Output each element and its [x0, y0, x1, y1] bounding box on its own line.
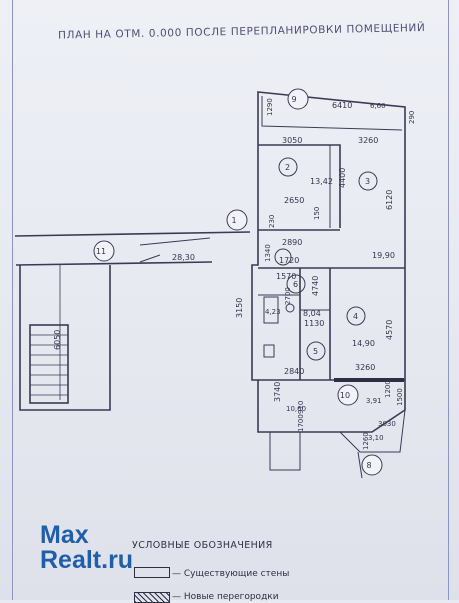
dim-label: 1500: [396, 388, 404, 406]
dim-label: 4740: [311, 276, 320, 296]
dim-label: 6120: [385, 190, 394, 210]
dim-label: 290: [408, 111, 416, 124]
dim-label: 2700: [284, 287, 292, 305]
room-3-number: 3: [365, 177, 370, 186]
dim-label: 4400: [338, 168, 347, 188]
dim-label: 1130: [304, 319, 324, 328]
legend-existing-walls-swatch: [134, 567, 170, 578]
room-2-area: 13,42: [310, 177, 333, 186]
watermark-line1: Max: [40, 521, 89, 549]
dim-label: 6410: [332, 101, 352, 110]
room-6-number: 6: [293, 280, 298, 289]
axis-marker-11: [93, 240, 115, 262]
room-4-number: 4: [353, 312, 358, 321]
dim-label: 1570: [276, 272, 296, 281]
dim-label: 3050: [282, 136, 302, 145]
legend-new-walls-swatch: [134, 592, 170, 603]
dim-label: 3260: [358, 136, 378, 145]
legend-title: УСЛОВНЫЕ ОБОЗНАЧЕНИЯ: [132, 540, 273, 551]
dim-label: 150: [313, 207, 321, 220]
axis-marker-8: [361, 454, 383, 476]
axis-marker-9: [287, 88, 309, 110]
extra-area-2: 3,10: [368, 434, 384, 442]
room-5-number: 5: [313, 347, 318, 356]
sink: [263, 344, 275, 358]
room-10-area: 3,91: [366, 397, 382, 405]
stair-enclosure: [19, 265, 111, 411]
dim-label: 2650: [284, 196, 304, 205]
axis-label-1: 1: [231, 216, 236, 225]
legend-new-walls-label: — Новые перегородки: [172, 592, 279, 602]
balcony-left: [269, 432, 301, 471]
wall-corridor-top: [14, 231, 251, 237]
room-2-number: 2: [285, 163, 290, 172]
maxrealt-watermark: Max Realt.ru: [40, 522, 150, 574]
extra-area-1: 10,60: [286, 405, 306, 413]
axis-marker-10: [337, 384, 359, 406]
axis-marker-1: [226, 209, 248, 231]
dim-label: 6050: [53, 330, 62, 350]
dim-label: 3740: [273, 382, 282, 402]
new-partition-hatched: [334, 378, 404, 382]
axis-label-8: 8: [366, 461, 371, 470]
sheet-border-right: [448, 0, 449, 600]
legend-existing-walls-label: — Существующие стены: [172, 569, 290, 579]
room-11-area: 28,30: [172, 253, 195, 262]
dim-label: 1340: [264, 244, 272, 262]
balcony-right: [339, 409, 406, 453]
wall-room2: [258, 144, 341, 228]
stair-flight: [29, 324, 69, 404]
dim-label: 1720: [279, 256, 299, 265]
sheet-border-left: [12, 0, 13, 600]
dim-label: 1260: [362, 432, 370, 450]
dim-label: 2840: [284, 367, 304, 376]
watermark-line2: Realt.ru: [40, 546, 134, 574]
dim-label: 1200: [384, 380, 392, 398]
dim-label: 3260: [355, 363, 375, 372]
apartment-outline: [251, 91, 406, 433]
room-7-area: 4,23: [265, 308, 281, 316]
room-3-area: 19,90: [372, 251, 395, 260]
dim-label: 3030: [378, 420, 396, 428]
dim-label: 2890: [282, 238, 302, 247]
axis-label-11: 11: [96, 247, 106, 256]
dim-label: 910: [297, 401, 305, 414]
dim-label: 1700: [297, 414, 305, 432]
axis-label-10: 10: [340, 391, 350, 400]
room-6-area: 8,04: [303, 309, 321, 318]
wall-corridor-bottom: [15, 261, 213, 266]
dim-label: 6,60: [370, 102, 386, 110]
room-4-area: 14,90: [352, 339, 375, 348]
dim-label: 3150: [235, 298, 244, 318]
dim-label: 4570: [385, 320, 394, 340]
toilet: [285, 303, 295, 313]
bathtub: [263, 296, 279, 324]
axis-label-9: 9: [291, 95, 296, 104]
dim-label: 230: [268, 215, 276, 228]
dim-label: 1290: [266, 98, 274, 116]
